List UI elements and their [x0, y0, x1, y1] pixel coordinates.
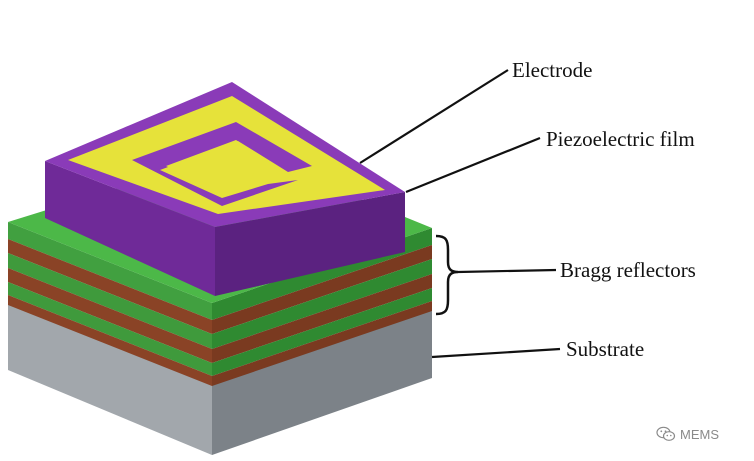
bragg-leader-line	[457, 268, 557, 274]
piezo-front-face	[45, 161, 215, 296]
piezoelectric-film-label: Piezoelectric film	[546, 127, 695, 151]
wechat-icon	[656, 426, 676, 441]
piezo-leader-line	[405, 136, 541, 194]
substrate-block	[8, 304, 432, 455]
substrate-label: Substrate	[566, 337, 645, 361]
bragg-bracket	[435, 234, 459, 316]
watermark-text: MEMS	[680, 426, 719, 442]
watermark: MEMS	[656, 426, 719, 442]
piezo-right-face	[215, 192, 405, 296]
electrode-leader-line	[359, 69, 509, 164]
electrode-label: Electrode	[512, 58, 593, 82]
substrate-front-face	[8, 304, 212, 455]
bragg-reflector-front	[8, 222, 212, 386]
bragg-reflectors-label: Bragg reflectors	[560, 258, 696, 282]
electrode-pattern	[68, 96, 385, 214]
substrate-leader-line	[431, 347, 561, 359]
substrate-right-face	[212, 310, 432, 455]
